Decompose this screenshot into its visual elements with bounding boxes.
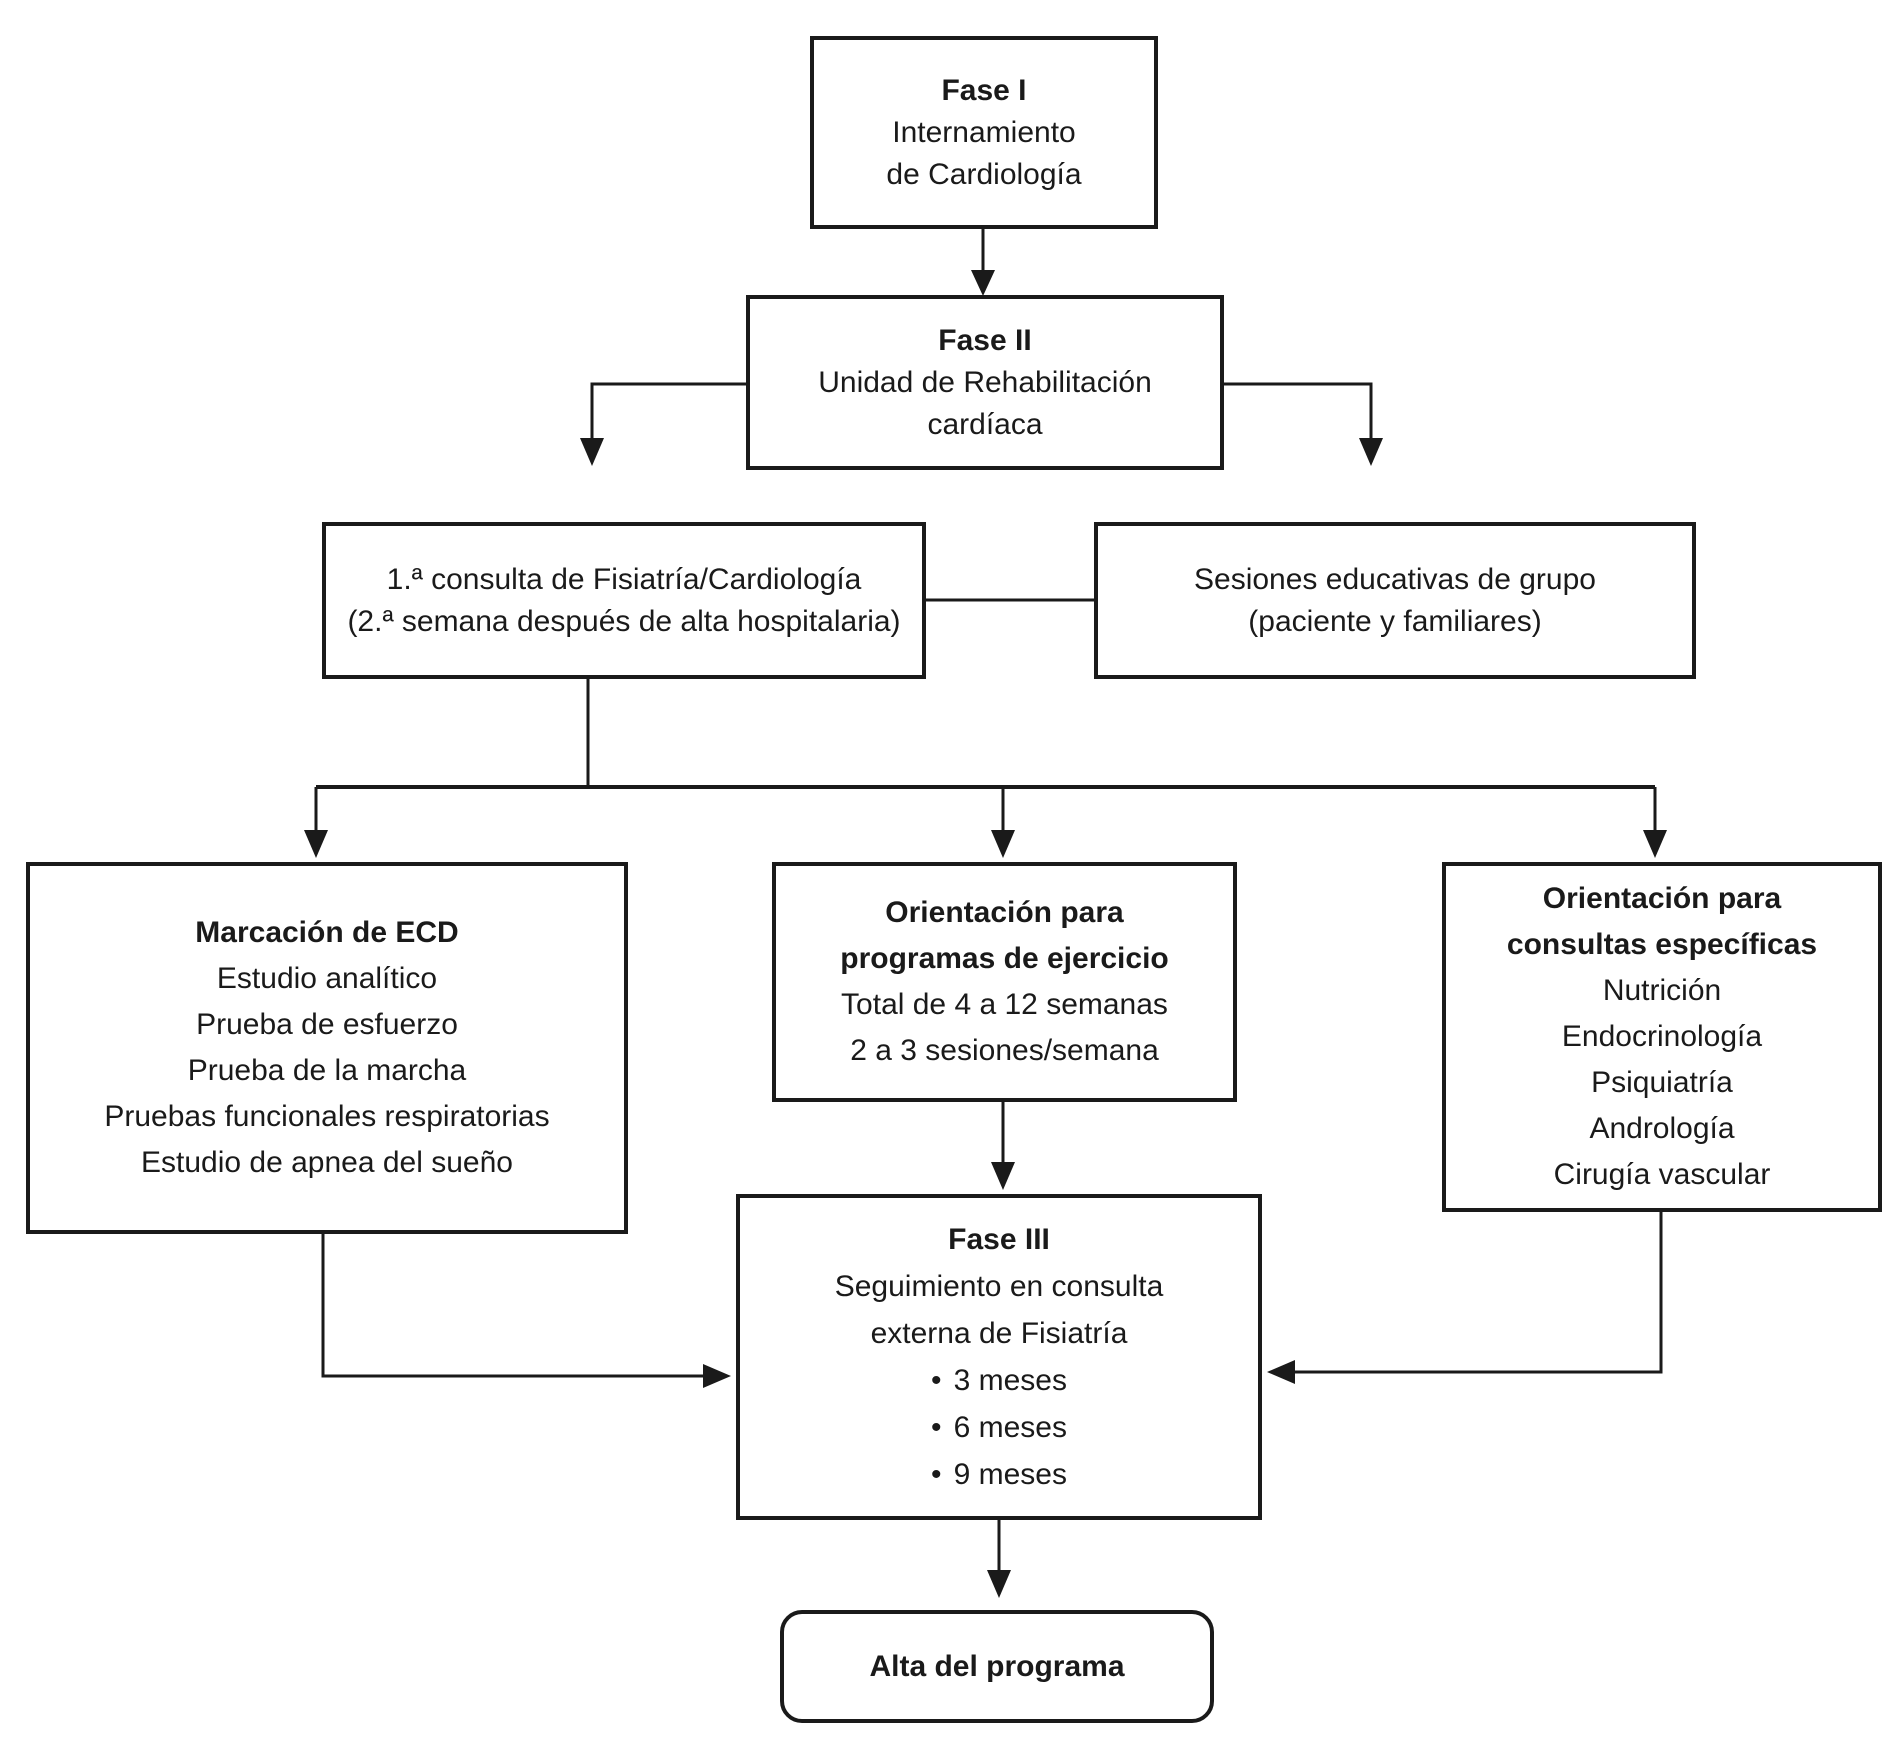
node-consultas-especificas: Orientación para consultas específicas N… (1442, 862, 1882, 1212)
node-line: 9 meses (953, 1458, 1067, 1491)
node-line: Prueba de esfuerzo (196, 1008, 458, 1041)
node-title: consultas específicas (1506, 928, 1818, 961)
arrowhead-down-icon (971, 270, 995, 296)
node-line: Nutrición (1602, 974, 1722, 1007)
bullet-icon: • (931, 1458, 942, 1491)
arrowhead-left-icon (1267, 1360, 1295, 1384)
node-title: Fase III (948, 1223, 1050, 1256)
node-line: Andrología (1589, 1112, 1735, 1145)
node-title: Fase II (938, 323, 1032, 357)
node-line: Pruebas funcionales respiratorias (104, 1100, 550, 1133)
arrowhead-down-icon (1643, 830, 1667, 858)
node-title: Fase I (941, 73, 1027, 107)
node-line: Seguimiento en consulta (834, 1270, 1164, 1303)
node-line: Cirugía vascular (1553, 1158, 1771, 1191)
list-item: • 6 meses (931, 1404, 1067, 1451)
node-line: Internamiento (892, 115, 1076, 149)
bullet-icon: • (931, 1364, 942, 1397)
node-title: programas de ejercicio (840, 942, 1169, 975)
node-line: Psiquiatría (1591, 1066, 1733, 1099)
node-primera-consulta: 1.ª consulta de Fisiatría/Cardiología (2… (322, 522, 926, 679)
node-line: Total de 4 a 12 semanas (841, 988, 1168, 1021)
arrowhead-down-icon (304, 830, 328, 858)
connector-consultas-fase3 (1293, 1212, 1663, 1374)
arrowhead-down-icon (991, 830, 1015, 858)
node-sesiones-educativas: Sesiones educativas de grupo (paciente y… (1094, 522, 1696, 679)
node-line: (2.ª semana después de alta hospitalaria… (347, 604, 901, 638)
node-line: 3 meses (953, 1364, 1067, 1397)
node-line: 1.ª consulta de Fisiatría/Cardiología (386, 562, 862, 596)
connector-fase2-left-branch (590, 382, 746, 440)
node-title: Orientación para (885, 896, 1124, 929)
arrowhead-right-icon (703, 1364, 731, 1388)
node-marcacion-ecd: Marcación de ECD Estudio analítico Prueb… (26, 862, 628, 1234)
node-alta-programa: Alta del programa (780, 1610, 1214, 1723)
node-line: (paciente y familiares) (1248, 604, 1542, 638)
node-title: Marcación de ECD (195, 916, 459, 949)
followup-bullet-list: • 3 meses • 6 meses • 9 meses (931, 1357, 1067, 1498)
node-line: externa de Fisiatría (870, 1317, 1128, 1350)
connector-marcacion-fase3 (321, 1234, 705, 1378)
connector-fase2-right-branch (1224, 382, 1373, 440)
node-line: Sesiones educativas de grupo (1194, 562, 1596, 596)
node-line: 2 a 3 sesiones/semana (850, 1034, 1159, 1067)
bullet-icon: • (931, 1411, 942, 1444)
arrowhead-down-icon (987, 1570, 1011, 1598)
node-title: Alta del programa (869, 1649, 1125, 1683)
list-item: • 3 meses (931, 1357, 1067, 1404)
arrowhead-down-icon (580, 438, 604, 466)
arrowhead-down-icon (1359, 438, 1383, 466)
node-line: Prueba de la marcha (187, 1054, 467, 1087)
node-programas-ejercicio: Orientación para programas de ejercicio … (772, 862, 1237, 1102)
node-line: Estudio de apnea del sueño (141, 1146, 513, 1179)
node-line: Endocrinología (1561, 1020, 1763, 1053)
node-title: Orientación para (1542, 882, 1782, 915)
node-line: Estudio analítico (216, 962, 438, 995)
node-line: 6 meses (953, 1411, 1067, 1444)
node-fase-iii: Fase III Seguimiento en consulta externa… (736, 1194, 1262, 1520)
arrowhead-down-icon (991, 1162, 1015, 1190)
node-line: cardíaca (927, 407, 1043, 441)
node-fase-ii: Fase II Unidad de Rehabilitación cardíac… (746, 295, 1224, 470)
node-line: Unidad de Rehabilitación (818, 365, 1152, 399)
node-fase-i: Fase I Internamiento de Cardiología (810, 36, 1158, 229)
node-line: de Cardiología (886, 157, 1082, 191)
list-item: • 9 meses (931, 1451, 1067, 1498)
